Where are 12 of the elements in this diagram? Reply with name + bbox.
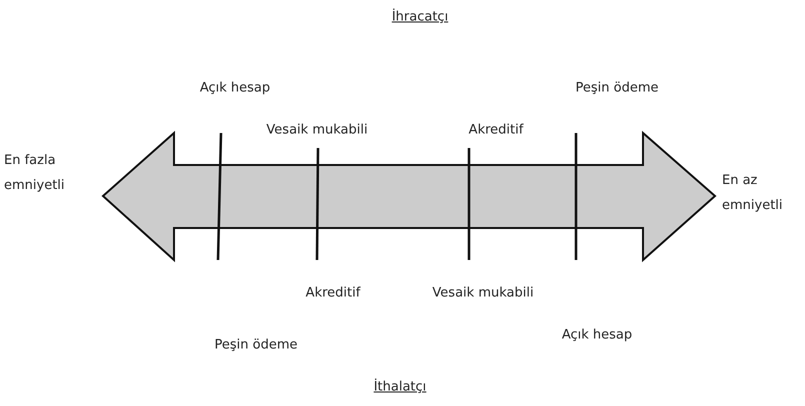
method-label: Peşin ödeme (576, 80, 658, 96)
method-label: Akreditif (306, 286, 360, 300)
method-label: Açık hesap (200, 80, 270, 96)
scale-end-label: En fazla emniyetli (4, 152, 66, 195)
method-label: Vesaik mukabili (266, 122, 368, 138)
method-label: Akreditif (468, 122, 524, 138)
method-label: Peşin ödeme (214, 338, 298, 352)
scale-end-label: En az emniyetli (722, 172, 784, 215)
method-label: Vesaik mukabili (432, 286, 534, 300)
party-heading: İthalatçı (374, 380, 426, 394)
method-label: Açık hesap (562, 328, 632, 342)
party-heading: İhracatçı (392, 10, 448, 24)
